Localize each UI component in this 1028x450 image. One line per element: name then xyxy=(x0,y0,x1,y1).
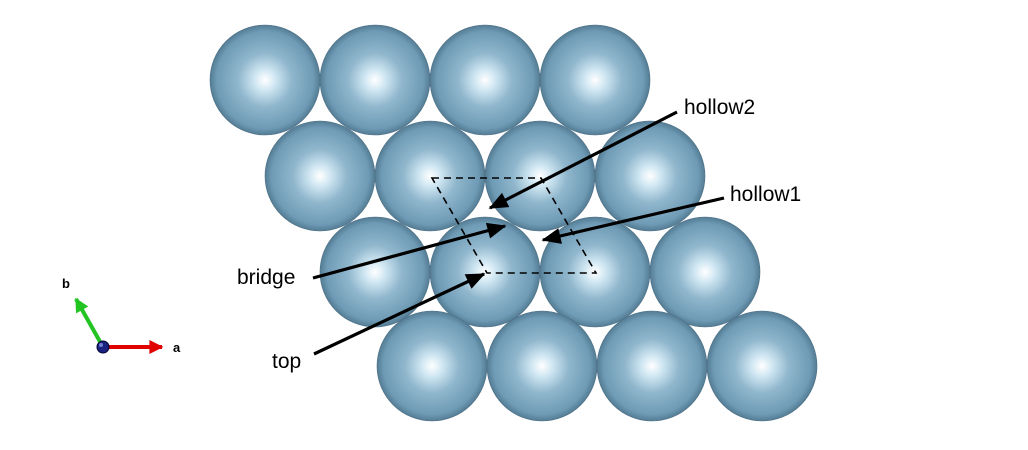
arrow-top xyxy=(313,272,486,356)
site-arrows xyxy=(312,110,725,356)
unit-cell-outline xyxy=(430,177,598,274)
label-hollow1: hollow1 xyxy=(730,183,801,206)
atom xyxy=(594,120,706,232)
axis-triad: a b xyxy=(62,276,181,355)
axis-c-highlight xyxy=(99,343,103,347)
atom xyxy=(484,120,596,232)
arrow-hollow2 xyxy=(488,110,678,210)
axis-b-arrow xyxy=(74,297,105,348)
atom xyxy=(649,216,761,328)
atom xyxy=(706,310,818,422)
axis-c-icon xyxy=(96,340,110,354)
atom xyxy=(429,216,541,328)
atom xyxy=(319,24,431,136)
arrow-bridge xyxy=(312,222,507,280)
atom xyxy=(486,310,598,422)
axis-b-label: b xyxy=(62,276,70,291)
arrow-hollow1 xyxy=(541,196,725,244)
atom xyxy=(376,310,488,422)
atom xyxy=(209,24,321,136)
label-hollow2: hollow2 xyxy=(684,96,755,119)
axis-a-label: a xyxy=(173,340,181,355)
label-bridge: bridge xyxy=(237,266,295,289)
atom xyxy=(596,310,708,422)
label-top: top xyxy=(272,350,301,373)
atom xyxy=(374,120,486,232)
atom xyxy=(429,24,541,136)
atom xyxy=(264,120,376,232)
atom xyxy=(539,24,651,136)
